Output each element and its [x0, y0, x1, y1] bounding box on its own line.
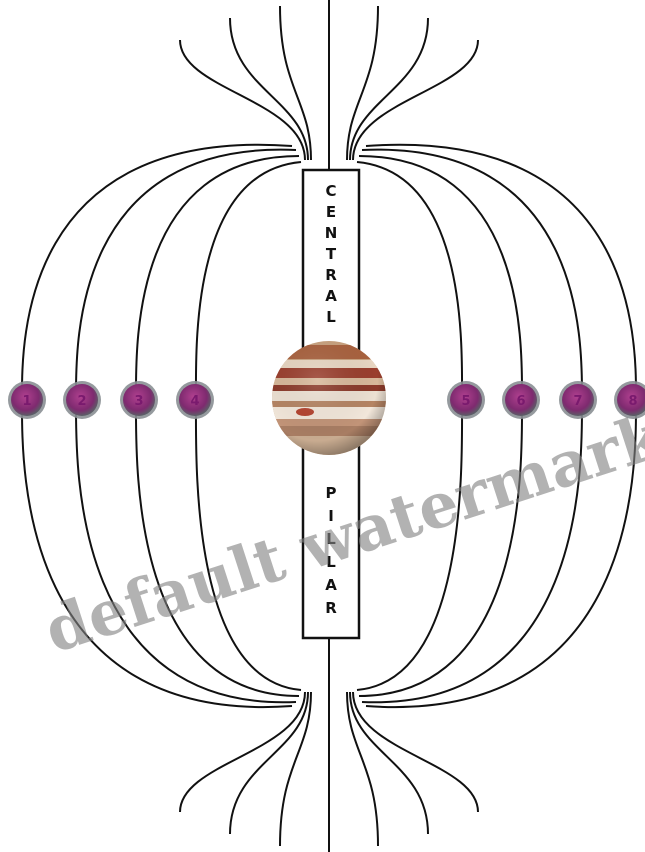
field-line-left-1 — [22, 145, 292, 707]
pillar-letter: L — [326, 553, 336, 571]
field-line-left-3 — [136, 156, 299, 696]
field-line-right-3 — [359, 156, 522, 696]
moon-1: 1 — [8, 381, 46, 419]
moon-number-label: 2 — [77, 394, 86, 409]
pillar-letter: A — [325, 576, 337, 594]
field-flare-top-3 — [280, 6, 311, 160]
field-line-left-2 — [76, 150, 296, 703]
pillar-letter: P — [326, 484, 337, 502]
moon-number-label: 1 — [22, 394, 31, 409]
field-flare-top-4 — [347, 6, 378, 160]
field-flare-bottom-2 — [230, 692, 308, 834]
moon-number-label: 8 — [628, 394, 637, 409]
pillar-letter: I — [328, 507, 334, 525]
moon-3: 3 — [120, 381, 158, 419]
moon-number-label: 4 — [190, 394, 199, 409]
pillar-letter: N — [325, 224, 338, 242]
field-line-right-1 — [366, 145, 636, 707]
field-flare-bottom-4 — [347, 692, 378, 846]
moon-number-label: 7 — [573, 394, 582, 409]
pillar-letter: L — [326, 530, 336, 548]
pillar-letter: R — [325, 266, 337, 284]
field-flare-top-5 — [350, 18, 428, 160]
moon-8: 8 — [614, 381, 645, 419]
field-flare-bottom-3 — [280, 692, 311, 846]
field-flare-bottom-1 — [180, 692, 305, 812]
pillar-letter: C — [325, 182, 336, 200]
moon-number-label: 6 — [516, 394, 525, 409]
moon-4: 4 — [176, 381, 214, 419]
field-flare-bottom-6 — [353, 692, 478, 812]
moon-number-label: 5 — [461, 394, 470, 409]
planet-jupiter — [270, 340, 390, 460]
field-flare-top-1 — [180, 40, 305, 160]
pillar-letter: E — [326, 203, 336, 221]
pillar-letter: R — [325, 599, 337, 617]
field-flare-bottom-5 — [350, 692, 428, 834]
moon-6: 6 — [502, 381, 540, 419]
field-flare-top-2 — [230, 18, 308, 160]
moon-2: 2 — [63, 381, 101, 419]
pillar-letter: T — [326, 245, 337, 263]
field-line-right-2 — [362, 150, 582, 703]
pillar-letter: L — [326, 308, 336, 326]
moon-7: 7 — [559, 381, 597, 419]
moon-5: 5 — [447, 381, 485, 419]
field-flare-top-6 — [353, 40, 478, 160]
pillar-letter: A — [325, 287, 337, 305]
moon-number-label: 3 — [134, 394, 143, 409]
